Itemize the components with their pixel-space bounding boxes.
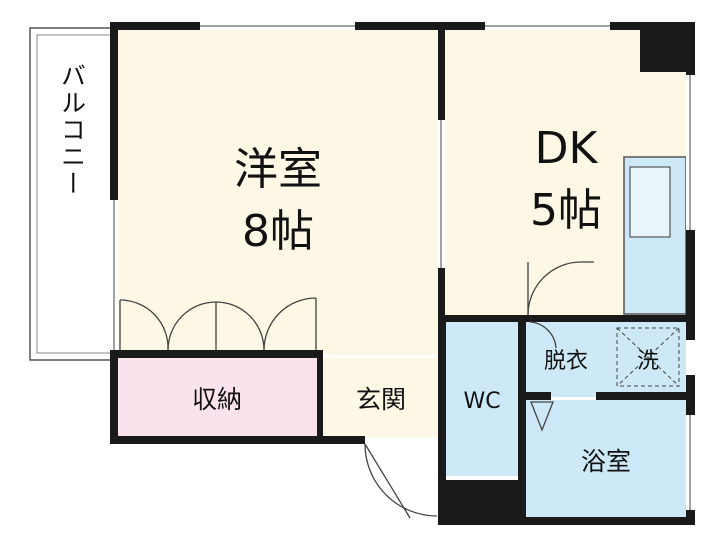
dk-size: 5帖: [530, 185, 602, 236]
wc-floor: [446, 322, 518, 476]
western-room-floor: [117, 30, 442, 355]
storage-label: 収納: [192, 385, 242, 414]
western-room-name: 洋室: [234, 144, 322, 195]
doors: [119, 261, 594, 519]
wc-label: WC: [463, 389, 500, 414]
dressing-label: 脱衣: [544, 349, 588, 374]
entrance-floor: [320, 358, 442, 438]
entrance-label: 玄関: [356, 385, 406, 414]
balcony: [29, 27, 116, 361]
dressing-floor: [526, 322, 688, 397]
balcony-label: バルコニー: [58, 63, 87, 198]
storage-floor: [117, 358, 317, 438]
dk-name: DK: [535, 123, 599, 174]
labels: 洋室 8帖 DK 5帖 収納 玄関 WC 脱衣 洗 浴室 バルコニー: [58, 63, 660, 477]
kitchen-counter: [623, 156, 687, 315]
windows: [110, 22, 695, 510]
bath-label: 浴室: [581, 447, 631, 476]
bath-floor: [526, 400, 688, 518]
western-room-size: 8帖: [242, 206, 314, 257]
washer-space: [616, 327, 680, 387]
washer-label: 洗: [637, 349, 659, 374]
